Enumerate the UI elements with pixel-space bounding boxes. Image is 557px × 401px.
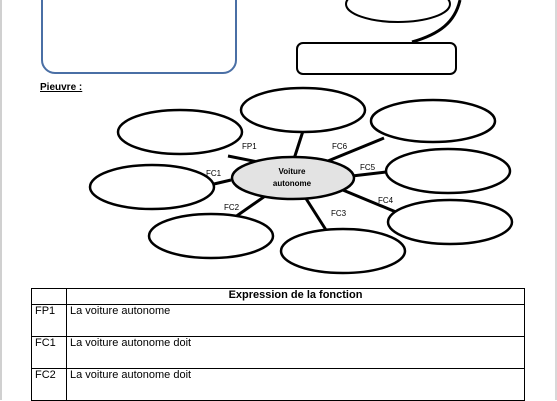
ellipse-upper-right <box>369 98 497 144</box>
ellipse-upper-left <box>116 108 244 156</box>
ellipse-lower-left <box>147 212 275 260</box>
table-row: FP1 La voiture autonome <box>31 304 525 337</box>
function-table: Expression de la fonction FP1 La voiture… <box>31 288 525 401</box>
line-fc3 <box>303 196 328 231</box>
center-label-line2: autonome <box>273 179 312 188</box>
row-text[interactable]: La voiture autonome <box>66 304 525 337</box>
top-connector-curve <box>411 0 462 44</box>
row-text[interactable]: La voiture autonome doit <box>66 336 525 369</box>
ellipse-bottom-center <box>279 227 407 275</box>
header-code-cell <box>31 288 67 305</box>
top-ellipse <box>345 0 451 23</box>
row-code: FC2 <box>31 368 67 401</box>
center-ellipse <box>230 155 356 201</box>
row-text[interactable]: La voiture autonome doit <box>66 368 525 401</box>
label-fc3: FC3 <box>331 209 347 218</box>
center-label-line1: Voiture <box>279 167 307 176</box>
line-fc5 <box>351 170 387 178</box>
table-row: FC2 La voiture autonome doit <box>31 368 525 401</box>
ellipse-right <box>384 147 512 195</box>
header-expression: Expression de la fonction <box>66 288 525 305</box>
label-fc2: FC2 <box>224 203 240 212</box>
label-fc4: FC4 <box>378 196 394 205</box>
blank-rounded-box <box>41 0 237 74</box>
top-rect <box>296 42 457 75</box>
ellipse-left <box>88 163 216 211</box>
line-fc1 <box>213 178 232 186</box>
row-code: FP1 <box>31 304 67 337</box>
page-edge-right <box>555 0 557 400</box>
section-title: Pieuvre : <box>40 82 83 93</box>
line-fc4 <box>337 186 397 214</box>
table-row: FC1 La voiture autonome doit <box>31 336 525 369</box>
label-fp1: FP1 <box>242 142 257 151</box>
row-code: FC1 <box>31 336 67 369</box>
table-header-row: Expression de la fonction <box>31 288 525 305</box>
label-fc1: FC1 <box>206 169 222 178</box>
page-edge-left <box>0 0 2 400</box>
ellipse-lower-right <box>386 198 514 246</box>
label-fc5: FC5 <box>360 163 376 172</box>
label-fc6: FC6 <box>332 142 348 151</box>
ellipse-top-center <box>239 86 367 134</box>
line-fc6 <box>322 136 385 165</box>
